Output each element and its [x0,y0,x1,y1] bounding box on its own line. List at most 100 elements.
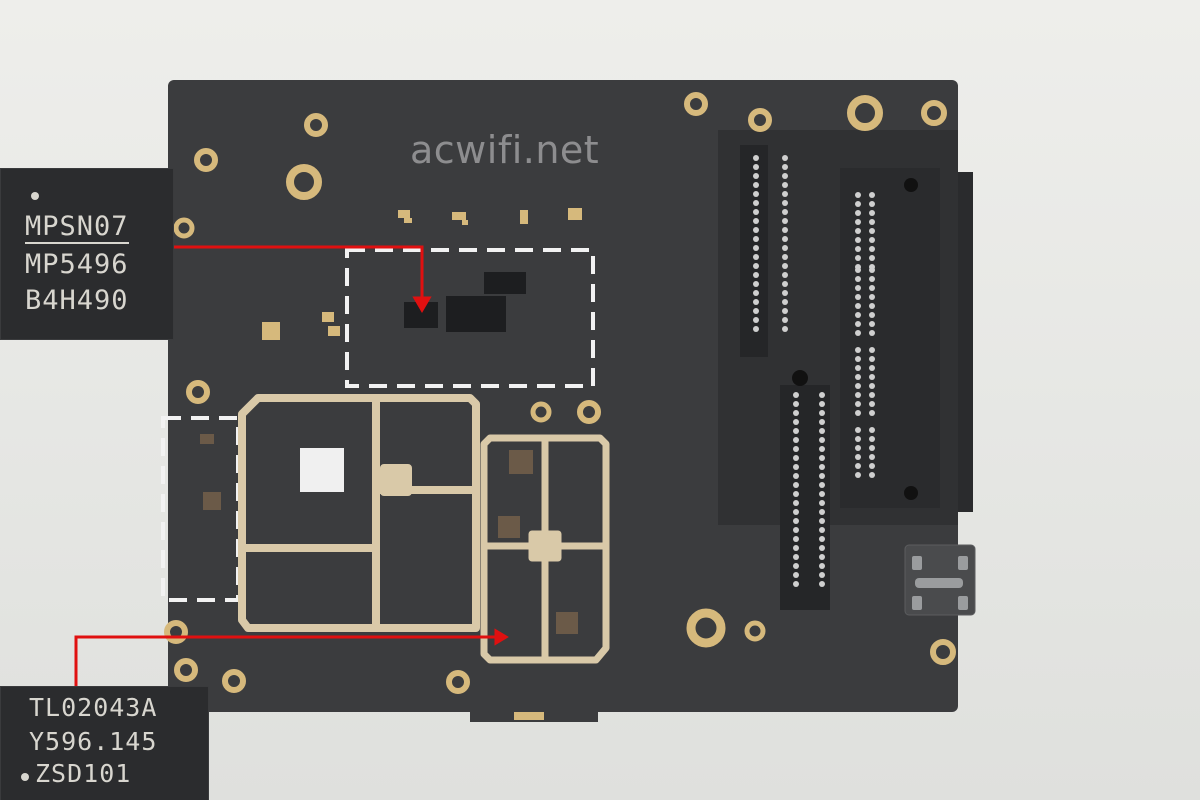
connector-pin [855,463,861,469]
connector-pin [819,572,825,578]
chip-marking-line: MPSN07 [25,211,129,244]
connector-pin [869,312,875,318]
connector-pin [782,281,788,287]
connector-pin [855,228,861,234]
connector-pin [819,401,825,407]
connector-pin [819,446,825,452]
connector-pin [793,410,799,416]
connector-pin [869,347,875,353]
connector-pin [869,255,875,261]
connector-pin [819,554,825,560]
connector-pin [753,299,759,305]
connector-pin [819,518,825,524]
connector-pin [869,427,875,433]
connector-pin [819,428,825,434]
connector-pin [855,427,861,433]
connector-pin [793,536,799,542]
connector-pin [793,401,799,407]
connector-pin [819,581,825,587]
connector-pin [753,326,759,332]
soc-chip [300,448,344,492]
connector-pin [782,317,788,323]
chip-marking-line: B4H490 [25,285,129,316]
connector-pin [793,437,799,443]
connector-pin [753,218,759,224]
connector-pin [753,209,759,215]
connector-pin [819,473,825,479]
connector-pin [869,246,875,252]
connector-pin [793,563,799,569]
connector-pin [753,281,759,287]
connector-pin [869,237,875,243]
connector-pin [819,410,825,416]
connector-pin [869,436,875,442]
connector-pin [793,392,799,398]
connector-pin [855,330,861,336]
chip-marking-line: ZSD101 [35,759,132,788]
connector-pin [869,383,875,389]
connector-pin [793,572,799,578]
connector-pin [855,472,861,478]
connector-pin [782,164,788,170]
connector-pin [793,581,799,587]
connector-pin [869,374,875,380]
connector-pin [855,303,861,309]
connector-pin [782,155,788,161]
connector-pin [855,436,861,442]
connector-pin [753,182,759,188]
connector-pin [782,218,788,224]
connector-pin [753,173,759,179]
connector-pin [869,330,875,336]
chip-callout-mp5496: MPSN07 MP5496 B4H490 [0,168,174,340]
inductors [200,434,578,634]
gold-pads [262,208,582,340]
connector-pin [753,200,759,206]
pin-rows [753,155,875,587]
connector-pin [855,210,861,216]
pin1-dot [31,192,39,200]
connector-pin [793,527,799,533]
connector-pin [819,536,825,542]
connector-pin [793,482,799,488]
watermark: acwifi.net [410,128,600,172]
connector-pin [855,383,861,389]
connector-pin [869,454,875,460]
connector-pin [855,246,861,252]
connector-pin [793,545,799,551]
screw-hole [792,370,808,386]
connector-pin [869,445,875,451]
connector-pin [869,219,875,225]
connector-pin [782,272,788,278]
connector-pin [782,227,788,233]
connector-pin [819,563,825,569]
connector-pin [793,446,799,452]
connector-pin [819,509,825,515]
dashed-outline-pmic [345,248,595,388]
connector-pin [819,527,825,533]
connector-pin [855,267,861,273]
connector-pin [869,267,875,273]
gold-vias [164,92,956,694]
connector-pin [855,347,861,353]
connector-pin [855,401,861,407]
connector-pin [855,392,861,398]
connector-pin [869,401,875,407]
connector-pin [782,209,788,215]
connector-pin [793,464,799,470]
connector-pin [782,182,788,188]
connector-pin [855,255,861,261]
connector-pin [855,374,861,380]
rf-shield-small [480,434,610,664]
connector-pin [793,428,799,434]
connector-pin [855,219,861,225]
connector-pin [753,164,759,170]
connector-pin [855,454,861,460]
connector-pin [782,263,788,269]
connector-pin [782,254,788,260]
chip-callout-tl02043a: TL02043A Y596.145 ZSD101 [0,686,209,800]
connector-pin [819,482,825,488]
connector-pin [753,155,759,161]
connector-pin [753,272,759,278]
connector-pin [869,321,875,327]
